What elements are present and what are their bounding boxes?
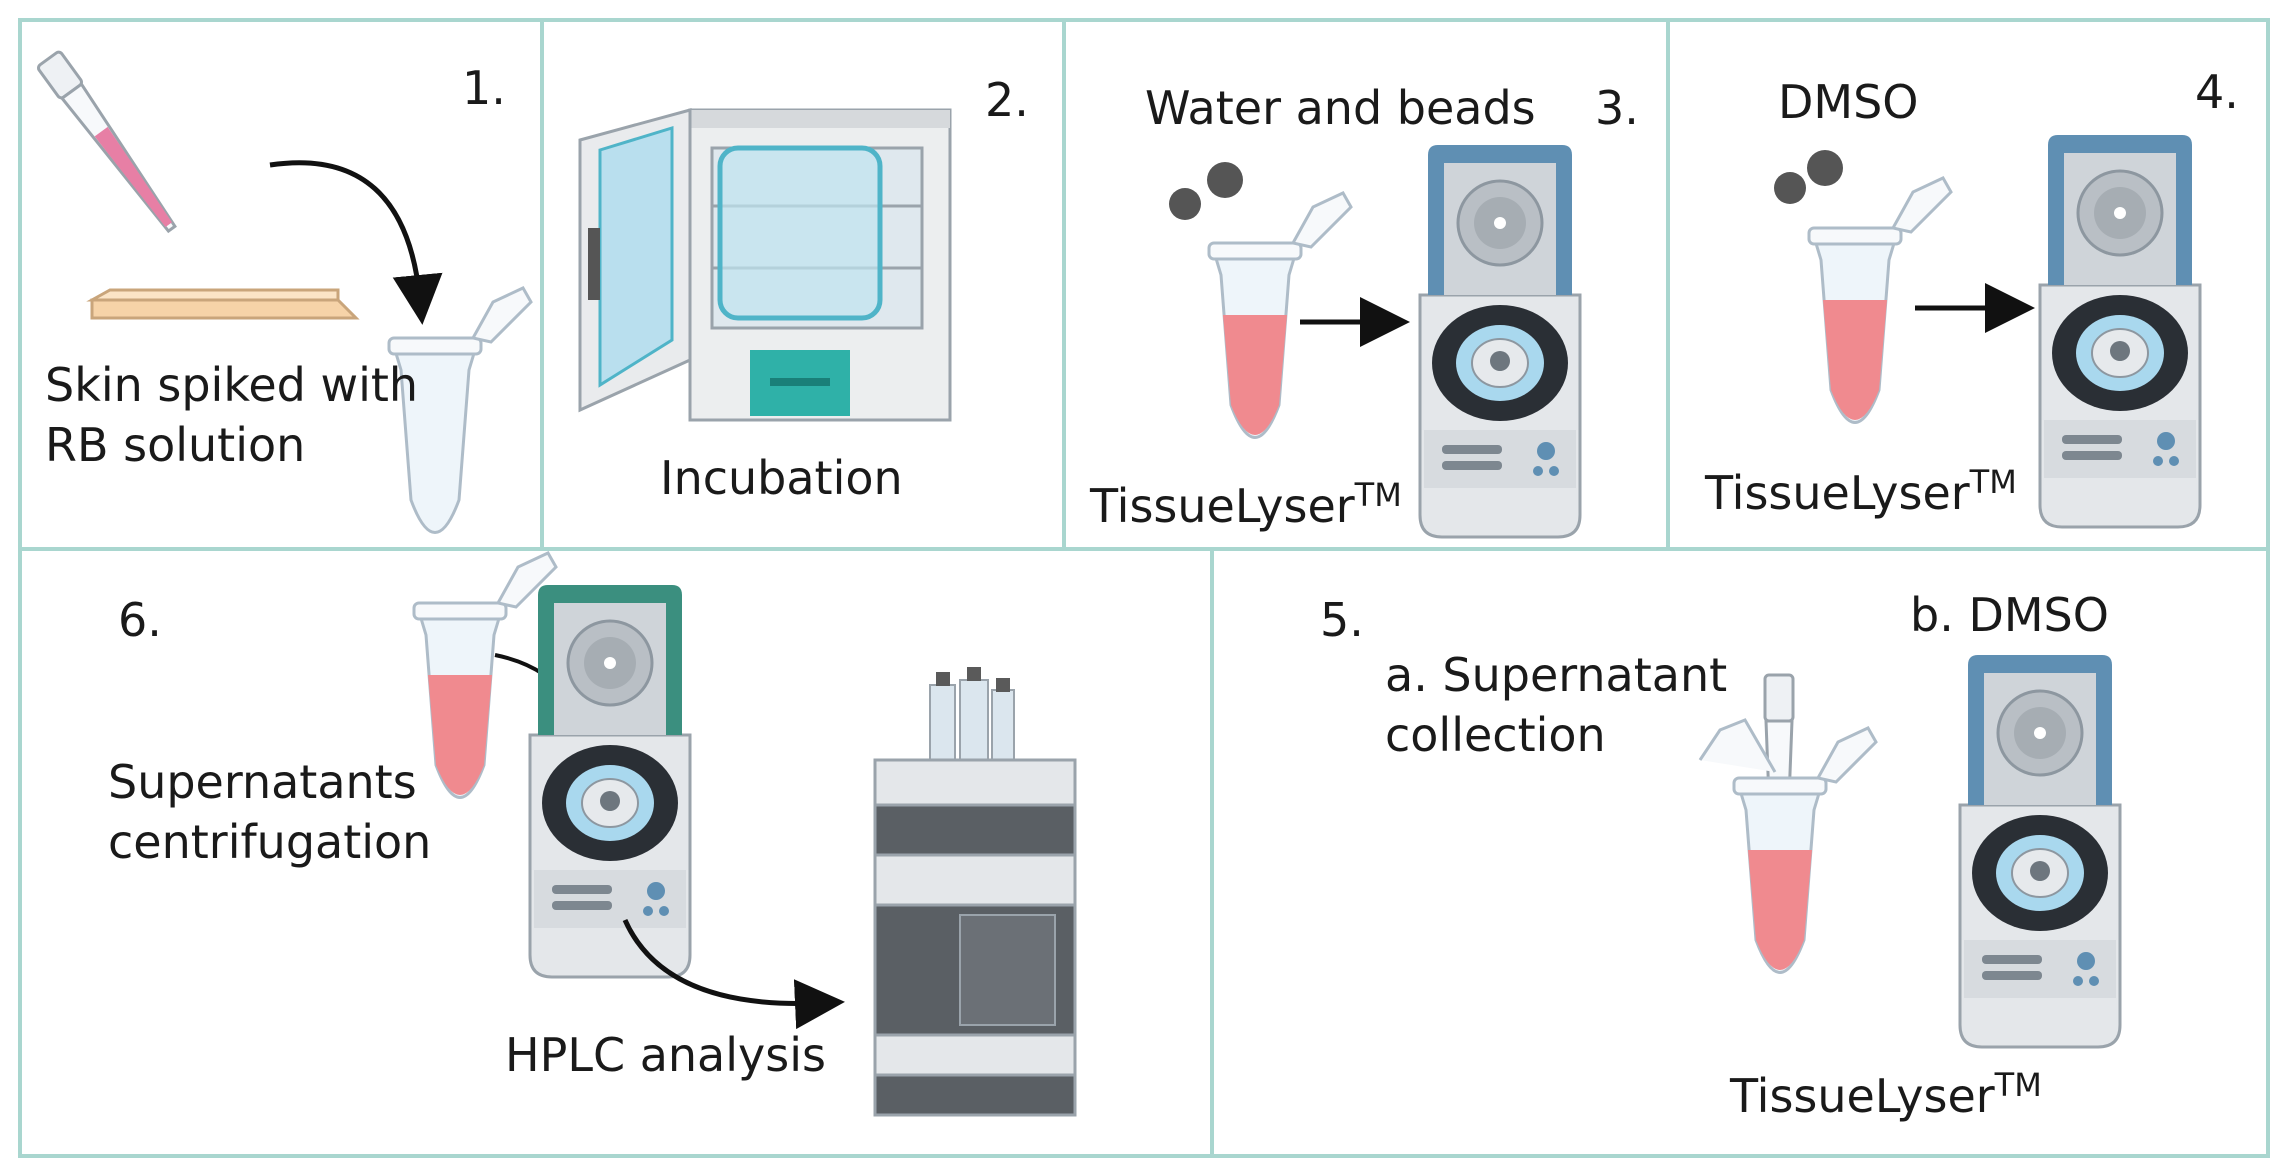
step-5-device-label: TissueLyserTM <box>1730 1055 2042 1126</box>
tissuelyser-icon <box>2038 133 2202 529</box>
trademark-mark: TM <box>1994 1066 2042 1104</box>
step-6-number: 6. <box>118 593 162 647</box>
panel-4-illustration <box>1774 133 2202 529</box>
step-6-caption: Supernatants centrifugation <box>108 755 432 869</box>
hplc-analysis-label: HPLC analysis <box>505 1028 826 1082</box>
incubator-icon <box>578 108 952 422</box>
hplc-instrument-icon <box>873 667 1077 1117</box>
sample-tube-icon <box>1207 191 1353 439</box>
panel-6-illustration <box>412 551 1077 1117</box>
device-name: TissueLyser <box>1705 466 1970 520</box>
step-2-caption: Incubation <box>660 451 903 505</box>
step-3-top-label: Water and beads <box>1145 81 1536 135</box>
beads-icon <box>1774 150 1843 204</box>
sample-tube-icon <box>1807 176 1953 424</box>
tissuelyser-icon <box>1958 653 2122 1049</box>
panel-5-illustration <box>1698 653 2122 1049</box>
step-4-top-label: DMSO <box>1778 75 1919 129</box>
step-5-number: 5. <box>1320 593 1364 647</box>
trademark-mark: TM <box>1969 463 2017 501</box>
skin-sample-icon <box>86 288 360 320</box>
tissuelyser-icon <box>1418 143 1582 539</box>
step-1-number: 1. <box>462 61 506 115</box>
beads-icon <box>1169 162 1243 220</box>
curved-arrow-icon <box>622 918 845 1030</box>
step-3-device-label: TissueLyserTM <box>1090 465 1402 536</box>
centrifuge-icon <box>528 583 692 979</box>
step-5b-label: b. DMSO <box>1910 588 2109 642</box>
trademark-mark: TM <box>1354 476 1402 514</box>
panel-3-illustration <box>1169 143 1582 539</box>
panel-1-illustration <box>37 50 533 534</box>
device-name: TissueLyser <box>1730 1069 1995 1123</box>
step-2-number: 2. <box>985 73 1029 127</box>
step-3-number: 3. <box>1595 81 1639 135</box>
pipette-icon <box>37 50 177 234</box>
step-1-caption: Skin spiked with RB solution <box>45 358 419 472</box>
panel-borders <box>18 18 2270 1158</box>
step-4-device-label: TissueLyserTM <box>1705 452 2017 523</box>
device-name: TissueLyser <box>1090 479 1355 533</box>
step-5a-label: a. Supernatant collection <box>1385 648 1728 762</box>
step-4-number: 4. <box>2195 65 2239 119</box>
curved-arrow-icon <box>269 160 443 325</box>
